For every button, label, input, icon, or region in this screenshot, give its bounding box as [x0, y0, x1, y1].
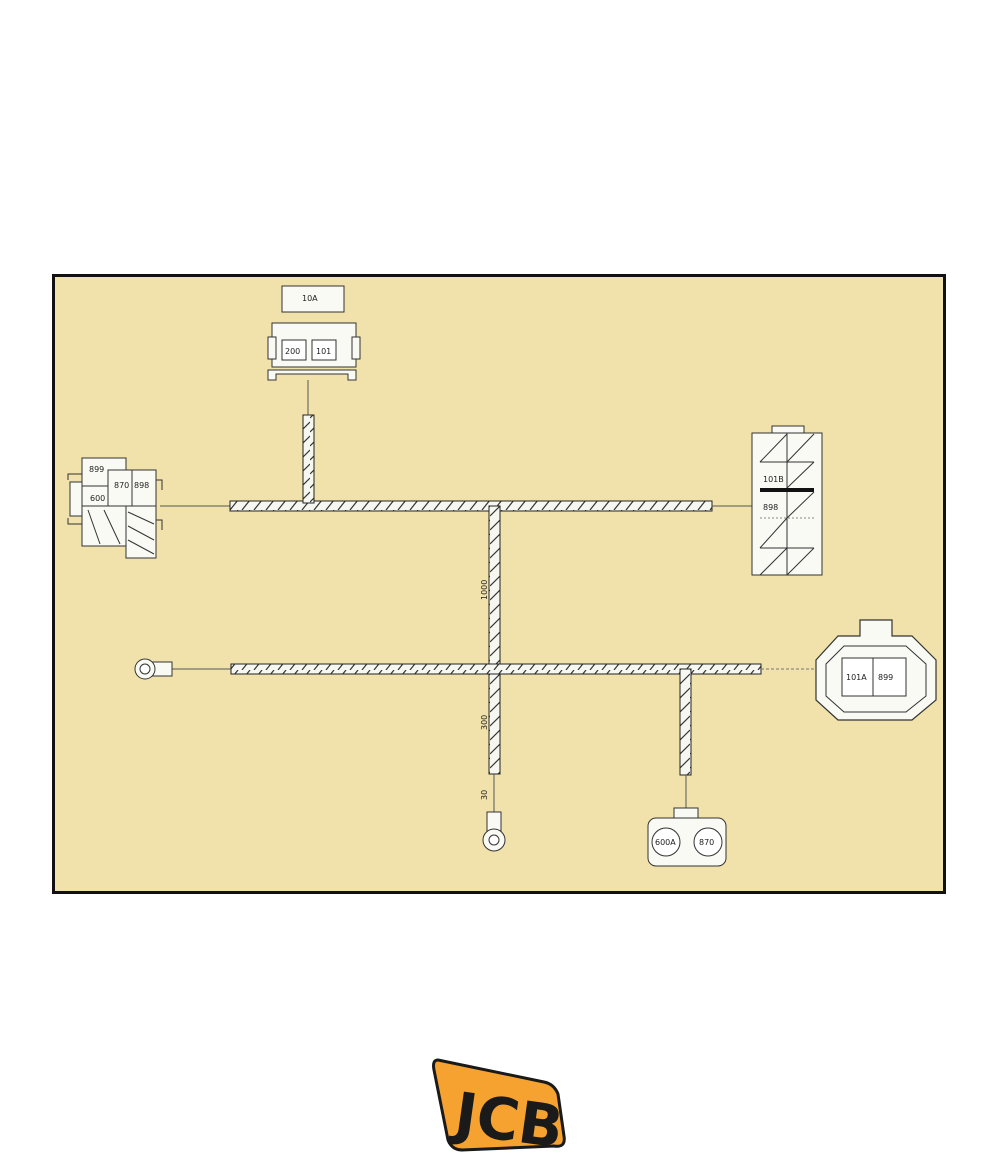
- lower-harness: [160, 663, 815, 808]
- logo-text: JCB: [447, 1079, 568, 1156]
- bottom-round-pin-connector[interactable]: 600A 870: [647, 807, 727, 867]
- right-relay-block-connector[interactable]: 101B 898: [751, 425, 823, 576]
- fuse-holder-connector[interactable]: 10A 200 101: [267, 285, 361, 381]
- right-relay-pin-2: 898: [763, 503, 778, 512]
- left-relay-pin-2: 870: [114, 481, 129, 490]
- length-label-upper: 1000: [480, 580, 489, 600]
- left-relay-pin-3: 898: [134, 481, 149, 490]
- jcb-logo: JCB: [432, 1058, 568, 1156]
- length-label-tail: 30: [480, 790, 489, 800]
- right-sealed-connector[interactable]: 101A 899: [815, 619, 937, 721]
- left-relay-pin-1: 899: [89, 465, 104, 474]
- bottom-connector-pin-2: 870: [699, 838, 714, 847]
- fuse-rating: 10A: [302, 294, 318, 303]
- right-relay-pin-1: 101B: [763, 475, 784, 484]
- fuse-pin-1: 200: [285, 347, 300, 356]
- bottom-connector-pin-1: 600A: [655, 838, 676, 847]
- right-connector-pin-2: 899: [878, 673, 893, 682]
- bottom-ring-terminal[interactable]: [482, 811, 506, 852]
- left-relay-pin-4: 600: [90, 494, 105, 503]
- fuse-pin-2: 101: [316, 347, 331, 356]
- length-label-lower: 300: [480, 715, 489, 730]
- left-ring-terminal[interactable]: [134, 658, 173, 680]
- upper-harness: [160, 380, 752, 512]
- left-relay-block-connector[interactable]: 899 870 898 600: [67, 457, 163, 559]
- right-connector-pin-1: 101A: [846, 673, 867, 682]
